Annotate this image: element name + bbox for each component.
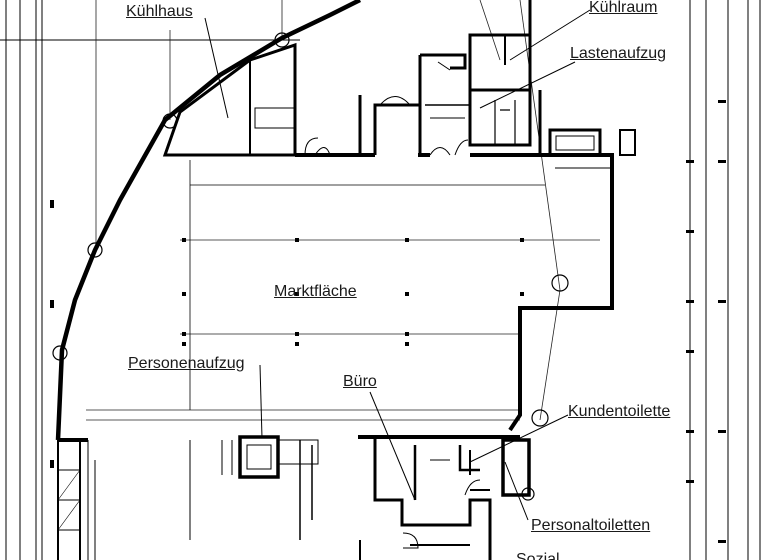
dimension-marks <box>50 100 726 543</box>
buero-walls <box>373 437 492 560</box>
label-kuehlhaus: Kühlhaus <box>126 3 193 20</box>
label-marktflaeche: Marktfläche <box>274 283 357 300</box>
dimension-frame-left <box>0 0 300 560</box>
leader-lines <box>204 9 591 521</box>
lastenaufzug-shaft <box>468 88 532 147</box>
personenaufzug-shaft <box>238 435 280 479</box>
door-swings <box>304 61 481 549</box>
label-personenaufzug: Personenaufzug <box>128 355 245 372</box>
dimension-frame-right <box>689 0 761 560</box>
label-kundentoilette: Kundentoilette <box>568 403 671 420</box>
label-lastenaufzug: Lastenaufzug <box>570 45 667 62</box>
outer-wall-curved <box>55 0 362 441</box>
kuehlraum-walls <box>468 33 532 92</box>
label-personaltoiletten: Personaltoiletten <box>531 517 651 534</box>
label-kuehlraum: Kühlraum <box>589 0 658 16</box>
label-buero: Büro <box>343 373 377 390</box>
sales-floor-outline <box>508 153 614 432</box>
label-partial-bottom: Sozial... <box>516 551 573 560</box>
kuehlhaus-walls <box>162 42 297 157</box>
